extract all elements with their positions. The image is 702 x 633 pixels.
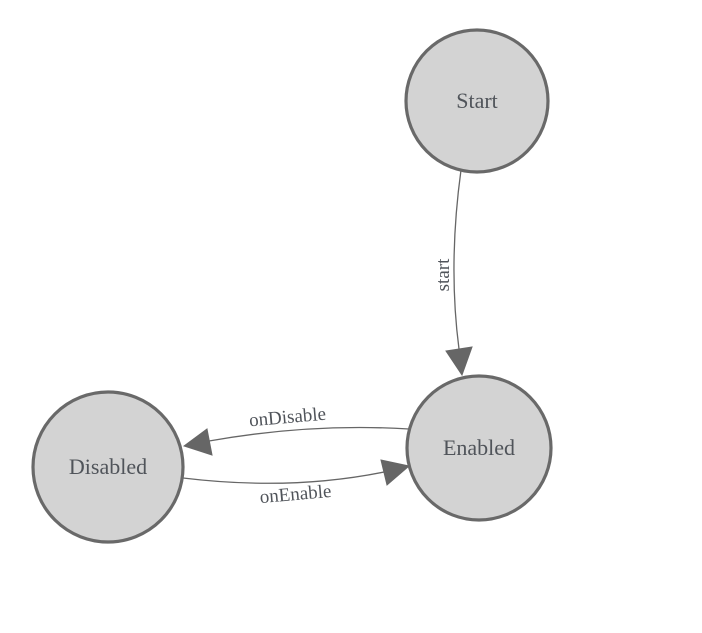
state-label-disabled: Disabled: [69, 454, 147, 479]
transition-edge-ondisable: [208, 426, 410, 442]
transition-label-ondisable: onDisable: [248, 404, 327, 432]
transition-edge-onenable: [182, 471, 385, 484]
arrowhead-start-icon: [445, 346, 473, 377]
state-label-enabled: Enabled: [443, 435, 515, 460]
transition-label-onenable: onEnable: [259, 481, 332, 508]
state-node-disabled: [31, 390, 185, 544]
transition-edge-start: [453, 169, 462, 350]
state-label-start: Start: [456, 88, 498, 113]
arrowhead-onenable-icon: [380, 459, 411, 486]
state-node-start: [404, 28, 550, 174]
arrowhead-ondisable-icon: [182, 428, 213, 456]
state-node-enabled: [405, 374, 553, 522]
transition-label-start: start: [433, 258, 454, 291]
